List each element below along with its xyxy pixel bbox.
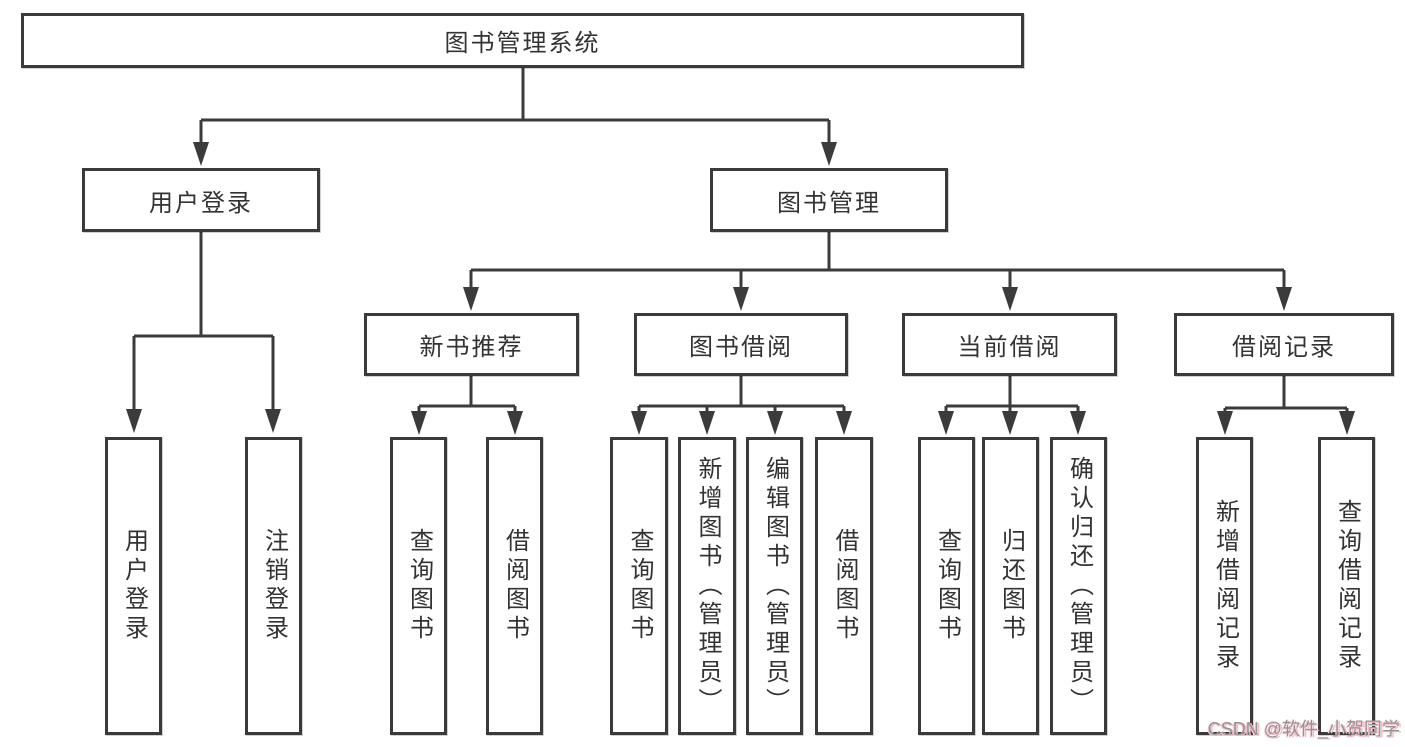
arrow-down-icon <box>1002 411 1018 435</box>
node-label: 新书推荐 <box>419 334 524 361</box>
node-label: 查询借阅记录 <box>1333 499 1361 673</box>
connector-user-login-children <box>126 232 281 433</box>
leaf-query-books-recommend: 查询图书 <box>390 437 447 735</box>
arrow-down-icon <box>821 142 837 166</box>
csdn-watermark: CSDN @软件_小贺同学 <box>1207 719 1400 739</box>
leaf-borrow-books-borrowing: 借阅图书 <box>815 437 873 735</box>
node-label: 确认归还（管理员） <box>1065 455 1093 717</box>
leaf-add-borrow-record: 新增借阅记录 <box>1196 437 1253 735</box>
connector-book-borrowing-children <box>631 376 852 435</box>
arrow-down-icon <box>836 411 852 435</box>
arrow-down-icon <box>1276 287 1292 311</box>
connector-root-children <box>193 68 837 166</box>
arrow-down-icon <box>733 287 749 311</box>
node-label: 当前借阅 <box>957 334 1062 361</box>
node-label: 查询图书 <box>933 528 961 644</box>
leaf-edit-books-admin: 编辑图书（管理员） <box>746 437 803 735</box>
node-label: 借阅图书 <box>501 528 529 644</box>
arrow-down-icon <box>411 411 427 435</box>
node-book-borrowing: 图书借阅 <box>634 313 848 376</box>
node-root-system: 图书管理系统 <box>21 13 1024 68</box>
arrow-down-icon <box>767 411 783 435</box>
node-label: 新增借阅记录 <box>1211 499 1239 673</box>
connector-current-borrowing-children <box>938 376 1086 435</box>
arrow-down-icon <box>126 409 142 433</box>
leaf-return-books: 归还图书 <box>982 437 1039 735</box>
node-label: 用户登录 <box>120 528 148 644</box>
node-label: 新增图书（管理员） <box>694 455 721 717</box>
node-label: 用户登录 <box>149 189 253 217</box>
arrow-down-icon <box>938 411 954 435</box>
connector-new-book-recommend-children <box>411 376 523 435</box>
arrow-down-icon <box>1339 411 1355 435</box>
node-borrow-records: 借阅记录 <box>1174 313 1394 376</box>
node-new-book-recommend: 新书推荐 <box>364 313 579 376</box>
leaf-borrow-books-recommend: 借阅图书 <box>486 437 543 735</box>
leaf-confirm-return-admin: 确认归还（管理员） <box>1050 437 1107 735</box>
node-label: 图书管理系统 <box>444 30 601 57</box>
node-label: 编辑图书（管理员） <box>761 455 789 717</box>
node-label: 查询图书 <box>405 528 433 644</box>
node-label: 借阅图书 <box>831 528 858 644</box>
node-label: 图书管理 <box>777 189 881 217</box>
arrow-down-icon <box>1070 411 1086 435</box>
arrow-down-icon <box>193 142 209 166</box>
arrow-down-icon <box>699 411 715 435</box>
connector-borrow-records-children <box>1217 376 1355 435</box>
node-label: 图书借阅 <box>689 334 793 361</box>
node-label: 注销登录 <box>260 528 288 644</box>
arrow-down-icon <box>1002 287 1018 311</box>
node-user-login: 用户登录 <box>82 168 320 232</box>
node-book-management: 图书管理 <box>710 168 948 232</box>
arrow-down-icon <box>265 409 281 433</box>
node-label: 查询图书 <box>626 528 653 644</box>
connector-book-management-children <box>463 232 1292 311</box>
leaf-query-borrow-record: 查询借阅记录 <box>1318 437 1375 735</box>
arrow-down-icon <box>631 411 647 435</box>
leaf-add-books-admin: 新增图书（管理员） <box>678 437 736 735</box>
leaf-query-books-current: 查询图书 <box>918 437 975 735</box>
leaf-query-books-borrowing: 查询图书 <box>610 437 668 735</box>
leaf-user-login: 用户登录 <box>105 437 162 735</box>
arrow-down-icon <box>1217 411 1233 435</box>
arrow-down-icon <box>463 287 479 311</box>
node-label: 归还图书 <box>997 528 1025 644</box>
node-current-borrowing: 当前借阅 <box>902 313 1117 376</box>
node-label: 借阅记录 <box>1232 334 1336 361</box>
arrow-down-icon <box>507 411 523 435</box>
leaf-logout-login: 注销登录 <box>245 437 302 735</box>
